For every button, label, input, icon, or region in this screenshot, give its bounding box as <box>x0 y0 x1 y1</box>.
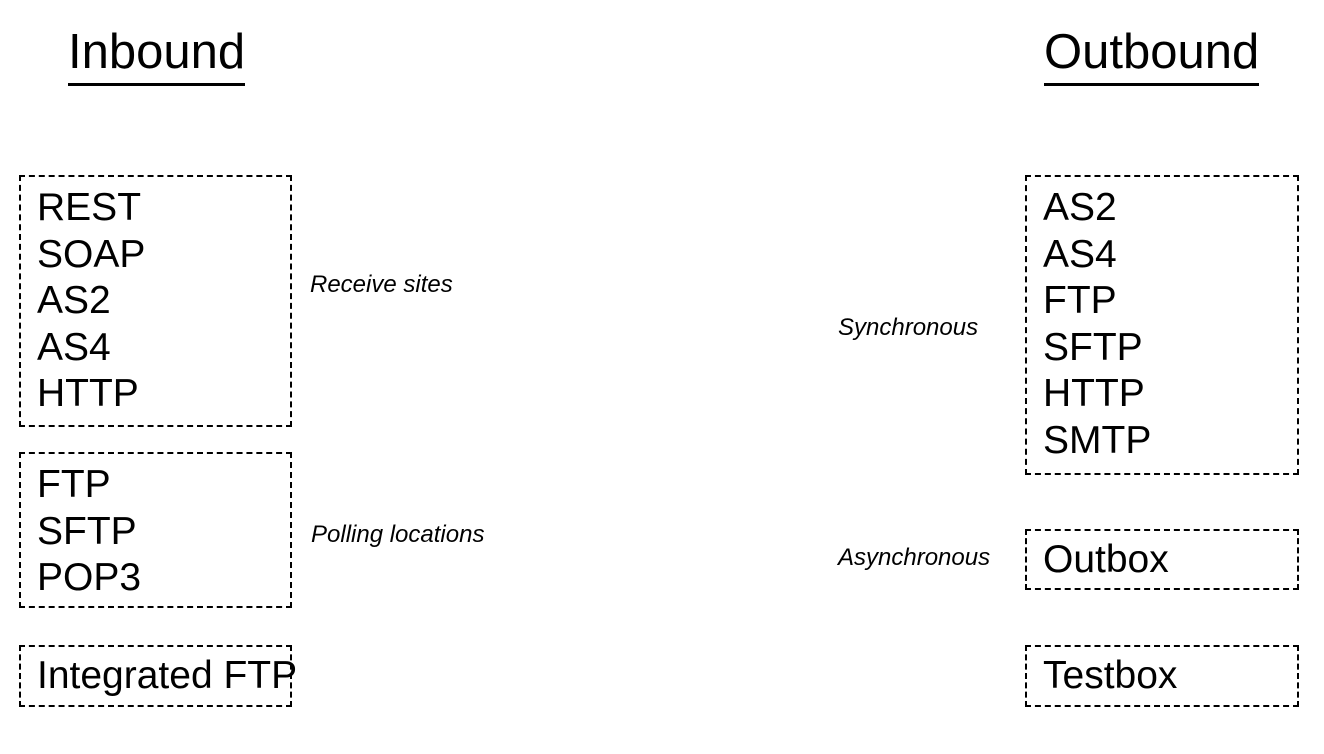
list-item: AS4 <box>37 325 111 369</box>
list-item: SMTP <box>1043 418 1152 462</box>
outbound-outbox-list: Outbox <box>1043 538 1293 582</box>
list-item: Outbox <box>1043 537 1169 581</box>
list-item: SFTP <box>37 509 137 553</box>
inbound-group-integrated-ftp: Integrated FTP <box>19 645 298 707</box>
column-title-inbound-text: Inbound <box>68 25 246 86</box>
annotation-asynchronous: Asynchronous <box>838 544 991 571</box>
outbound-synchronous-list: AS2 AS4 FTP SFTP HTTP SMTP <box>1043 185 1293 464</box>
column-title-inbound: Inbound <box>68 25 246 86</box>
inbound-integrated-ftp-list: Integrated FTP <box>37 654 298 698</box>
list-item: AS4 <box>1043 232 1117 276</box>
list-item: HTTP <box>1043 372 1145 415</box>
inbound-polling-locations-list: FTP SFTP POP3 <box>37 462 286 602</box>
list-item: HTTP <box>37 372 139 415</box>
list-item: POP3 <box>37 556 142 599</box>
annotation-synchronous: Synchronous <box>838 314 979 341</box>
outbound-group-synchronous: AS2 AS4 FTP SFTP HTTP SMTP <box>1025 175 1299 475</box>
list-item: AS2 <box>1043 186 1117 229</box>
column-title-outbound: Outbound <box>1044 25 1260 86</box>
list-item: Integrated FTP <box>37 654 298 697</box>
list-item: FTP <box>1043 279 1117 322</box>
list-item: FTP <box>37 463 111 506</box>
outbound-group-outbox: Outbox <box>1025 529 1299 590</box>
list-item: Testbox <box>1043 654 1178 697</box>
inbound-group-polling-locations: FTP SFTP POP3 <box>19 452 292 608</box>
annotation-receive-sites: Receive sites <box>310 271 453 298</box>
annotation-polling-locations: Polling locations <box>311 521 485 548</box>
inbound-receive-sites-list: REST SOAP AS2 AS4 HTTP <box>37 185 286 418</box>
outbound-testbox-list: Testbox <box>1043 654 1293 698</box>
list-item: SOAP <box>37 232 146 276</box>
outbound-group-testbox: Testbox <box>1025 645 1299 707</box>
list-item: REST <box>37 186 142 229</box>
column-title-outbound-text: Outbound <box>1044 25 1260 86</box>
list-item: SFTP <box>1043 325 1143 369</box>
inbound-group-receive-sites: REST SOAP AS2 AS4 HTTP <box>19 175 292 427</box>
list-item: AS2 <box>37 279 111 322</box>
